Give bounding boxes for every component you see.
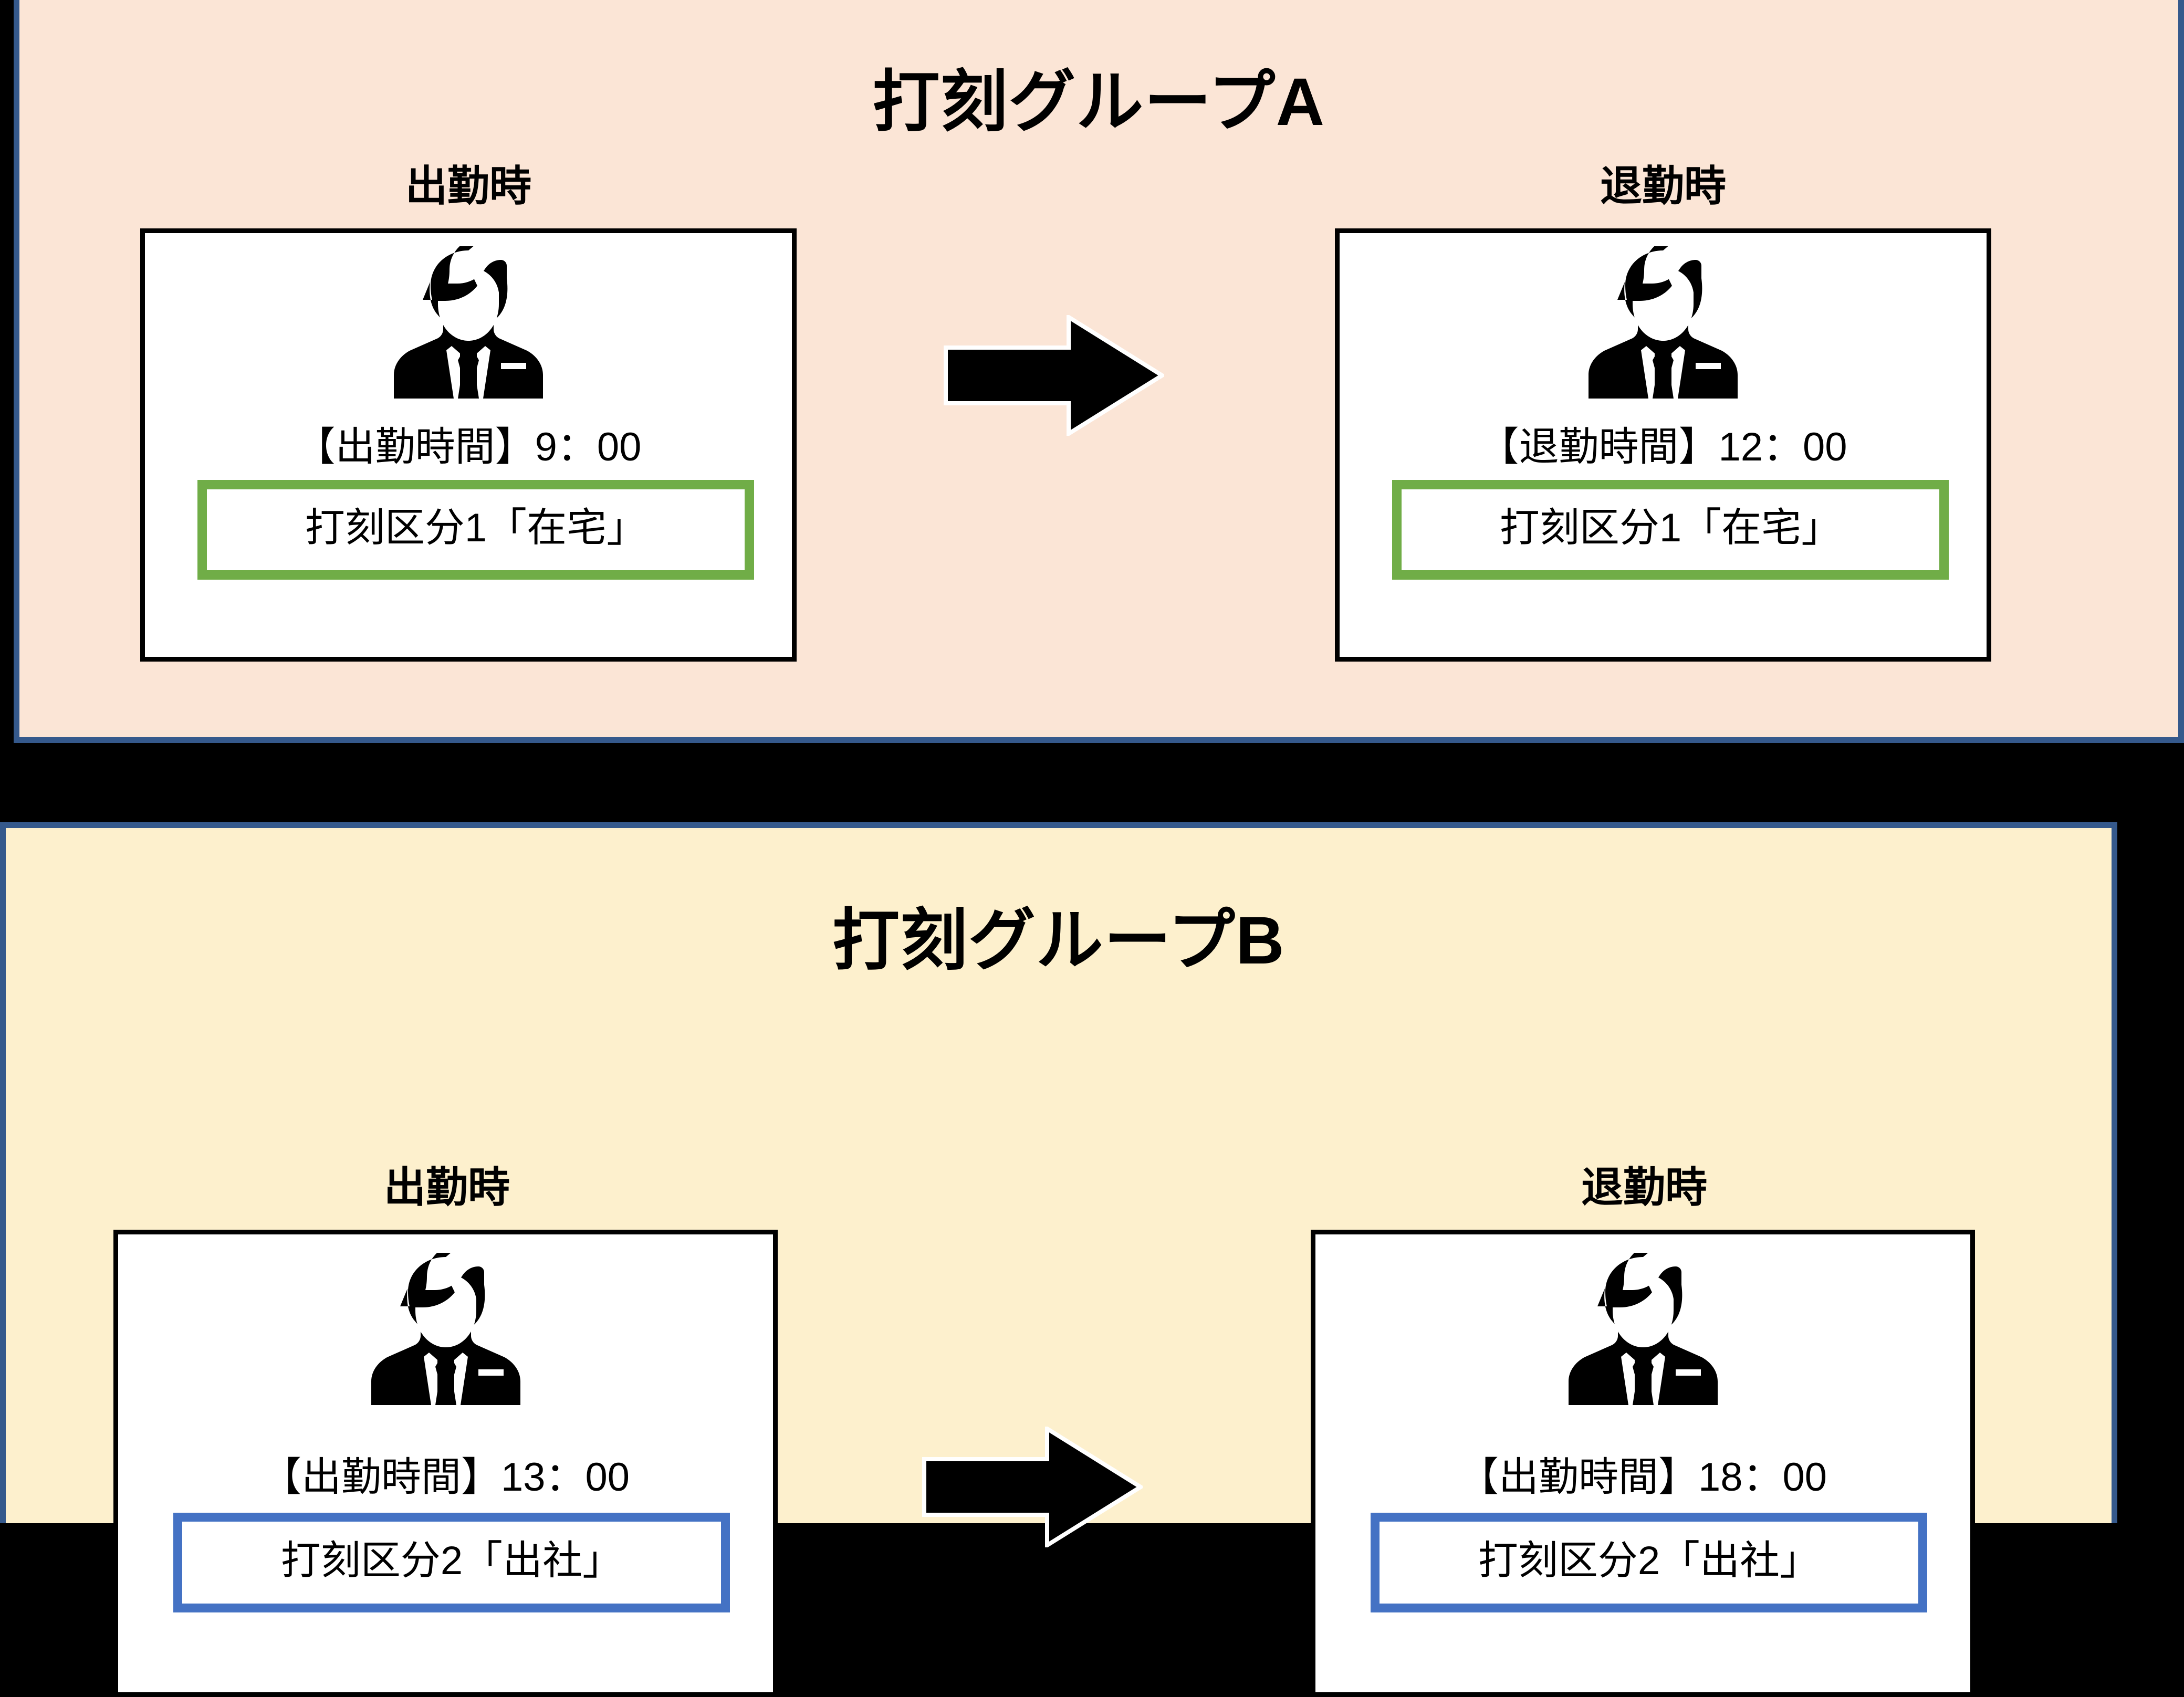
group-a-clock-out-kubun-text: 打刻区分1「在宅」 [1499, 506, 1842, 550]
group-b-clock-out-kubun-text: 打刻区分2「出社」 [1478, 1538, 1820, 1583]
businessman-avatar-icon [367, 1243, 525, 1412]
group-a-clock-in-card: 【出勤時間】9：00 打刻区分1「在宅」 [140, 228, 797, 662]
right-arrow-icon [922, 1424, 1145, 1550]
group-a-clock-out-card: 【退勤時間】12：00 打刻区分1「在宅」 [1335, 228, 1991, 662]
group-b-clock-in-kubun-text: 打刻区分2「出社」 [280, 1538, 623, 1583]
group-b-clock-in-kubun-box: 打刻区分2「出社」 [173, 1513, 730, 1612]
group-a-title: 打刻グループA [872, 65, 1325, 140]
group-b-clock-in-card: 【出勤時間】13：00 打刻区分2「出社」 [113, 1230, 778, 1697]
group-a-clock-out-time: 【退勤時間】12：00 [1479, 425, 1847, 469]
stamp-group-a-panel: 打刻グループA 出勤時 【出勤時間】9：00 打刻区分1「在宅」 [14, 0, 2184, 743]
group-b-clock-out-time: 【出勤時間】18：00 [1458, 1455, 1827, 1500]
group-b-title: 打刻グループB [832, 903, 1285, 978]
group-a-clock-in-label: 出勤時 [405, 163, 531, 209]
group-a-clock-in-kubun-text: 打刻区分1「在宅」 [305, 506, 647, 550]
right-arrow-icon [944, 313, 1166, 438]
group-a-clock-in-kubun-box: 打刻区分1「在宅」 [197, 480, 754, 580]
group-a-clock-in-time: 【出勤時間】9：00 [295, 425, 642, 469]
group-a-clock-out-label: 退勤時 [1600, 163, 1726, 209]
group-b-clock-out-kubun-box: 打刻区分2「出社」 [1371, 1513, 1927, 1612]
group-b-clock-out-card: 【出勤時間】18：00 打刻区分2「出社」 [1311, 1230, 1975, 1697]
group-b-clock-in-label: 出勤時 [384, 1164, 510, 1211]
businessman-avatar-icon [1564, 1243, 1722, 1412]
businessman-avatar-icon [390, 236, 547, 406]
group-b-clock-out-label: 退勤時 [1581, 1164, 1707, 1211]
stamp-group-b-panel: 打刻グループB 出勤時 【出勤時間】13：00 打刻区分2「出社」 [0, 822, 2117, 1697]
group-a-clock-out-kubun-box: 打刻区分1「在宅」 [1392, 480, 1949, 580]
businessman-avatar-icon [1584, 236, 1742, 406]
group-b-clock-in-time: 【出勤時間】13：00 [261, 1455, 630, 1500]
